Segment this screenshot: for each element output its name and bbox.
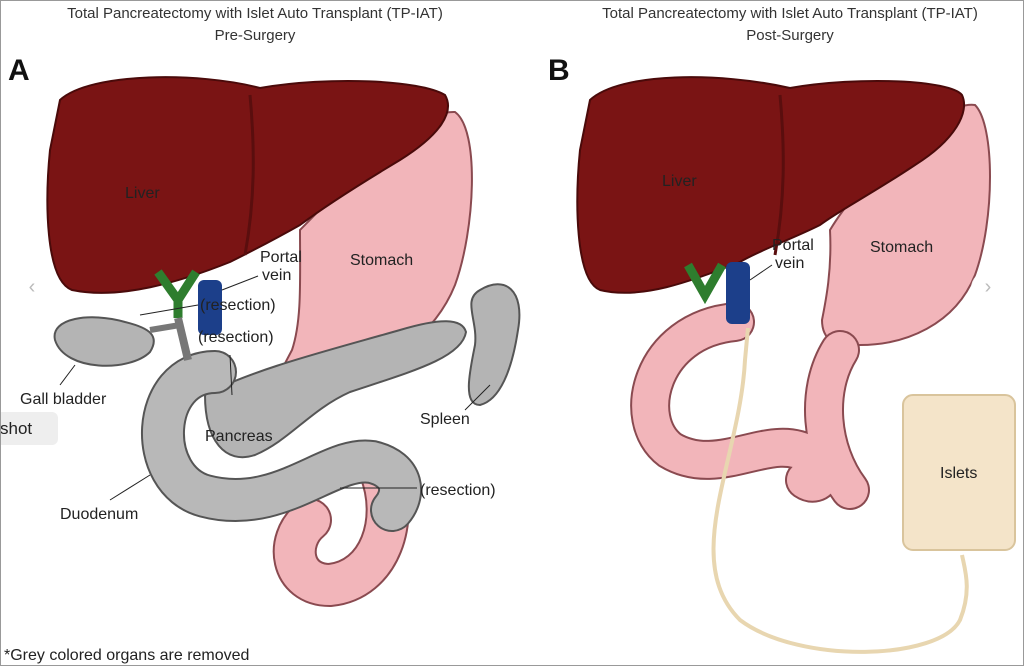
panel-a-letter: A [8,54,30,87]
spleen-label: Spleen [420,411,470,428]
pancreas [203,320,468,459]
catheter-tube [711,327,969,654]
resection-label-1: (resection) [200,297,276,314]
gall-bladder [53,316,155,367]
portal-label: Portal [772,237,814,254]
carousel-prev-button[interactable]: ‹ [15,271,49,305]
bile-duct [154,269,200,318]
liver-label: Liver [662,173,697,190]
portal-label: Portal [260,249,302,266]
stomach-label: Stomach [870,239,933,256]
gall-bladder-label: Gall bladder [20,391,107,408]
vein-label: vein [262,267,291,284]
liver [46,76,449,294]
footnote: *Grey colored organs are removed [4,647,249,664]
panel-a-subtitle: Pre-Surgery [215,27,296,44]
islets-bag [902,394,1016,551]
resection-label-2: (resection) [198,329,274,346]
liver-label: Liver [125,185,160,202]
vein-label: vein [775,255,804,272]
panel-a-title: Total Pancreatectomy with Islet Auto Tra… [67,5,443,22]
panel-b-title: Total Pancreatectomy with Islet Auto Tra… [602,5,978,22]
panel-a: Total Pancreatectomy with Islet Auto Tra… [8,5,521,608]
panel-b-subtitle: Post-Surgery [746,27,834,44]
duodenum-label: Duodenum [60,506,138,523]
pancreas-label: Pancreas [205,428,273,445]
stomach-label: Stomach [350,252,413,269]
liver [576,76,966,294]
panel-b: Total Pancreatectomy with Islet Auto Tra… [548,5,1016,654]
resection-label-3: (resection) [420,482,496,499]
spleen [467,283,521,407]
screenshot-chip[interactable]: shot [0,412,58,445]
portal-vein [198,280,222,335]
panel-b-letter: B [548,54,570,87]
carousel-next-button[interactable]: › [971,271,1005,305]
islets-label: Islets [940,465,977,482]
portal-vein [726,262,750,324]
